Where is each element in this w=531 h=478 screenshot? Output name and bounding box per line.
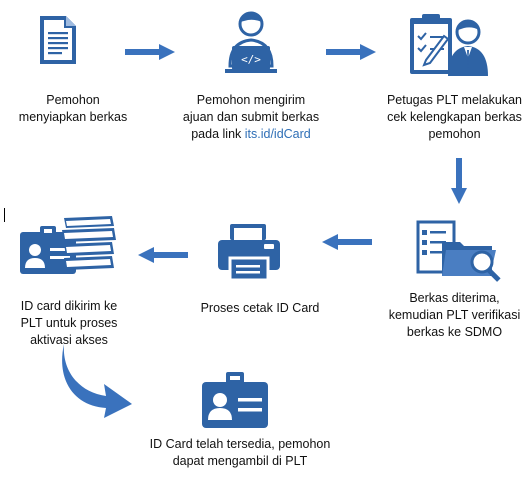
printer-icon xyxy=(216,222,288,282)
step-4-label: Berkas diterima, kemudian PLT verifikasi… xyxy=(388,291,521,339)
step-5-label: Proses cetak ID Card xyxy=(200,301,320,315)
step-3-label: Petugas PLT melakukan cek kelengkapan be… xyxy=(386,93,523,141)
text-cursor xyxy=(4,208,5,222)
id-card-icon xyxy=(200,370,272,430)
checklist-folder-search-icon xyxy=(416,220,501,286)
arrow-right-icon xyxy=(326,44,376,60)
person-laptop-icon: </> xyxy=(222,10,280,74)
id-card-link[interactable]: its.id/idCard xyxy=(244,127,311,141)
document-icon xyxy=(38,14,78,66)
svg-text:</>: </> xyxy=(241,53,261,66)
arrow-right-icon xyxy=(125,44,175,60)
step-1-label: Pemohon menyiapkan berkas xyxy=(18,93,128,124)
clipboard-officer-icon xyxy=(406,12,490,78)
id-card-books-icon xyxy=(18,212,118,278)
curved-arrow-icon xyxy=(60,340,136,418)
step-6-label: ID card dikirim ke PLT untuk proses akti… xyxy=(20,299,118,347)
arrow-left-icon xyxy=(322,234,372,250)
arrow-left-icon xyxy=(138,247,188,263)
step-2-label: Pemohon mengirim ajuan dan submit berkas… xyxy=(182,93,320,141)
arrow-down-icon xyxy=(451,158,467,204)
step-7-label: ID Card telah tersedia, pemohon dapat me… xyxy=(149,437,331,468)
